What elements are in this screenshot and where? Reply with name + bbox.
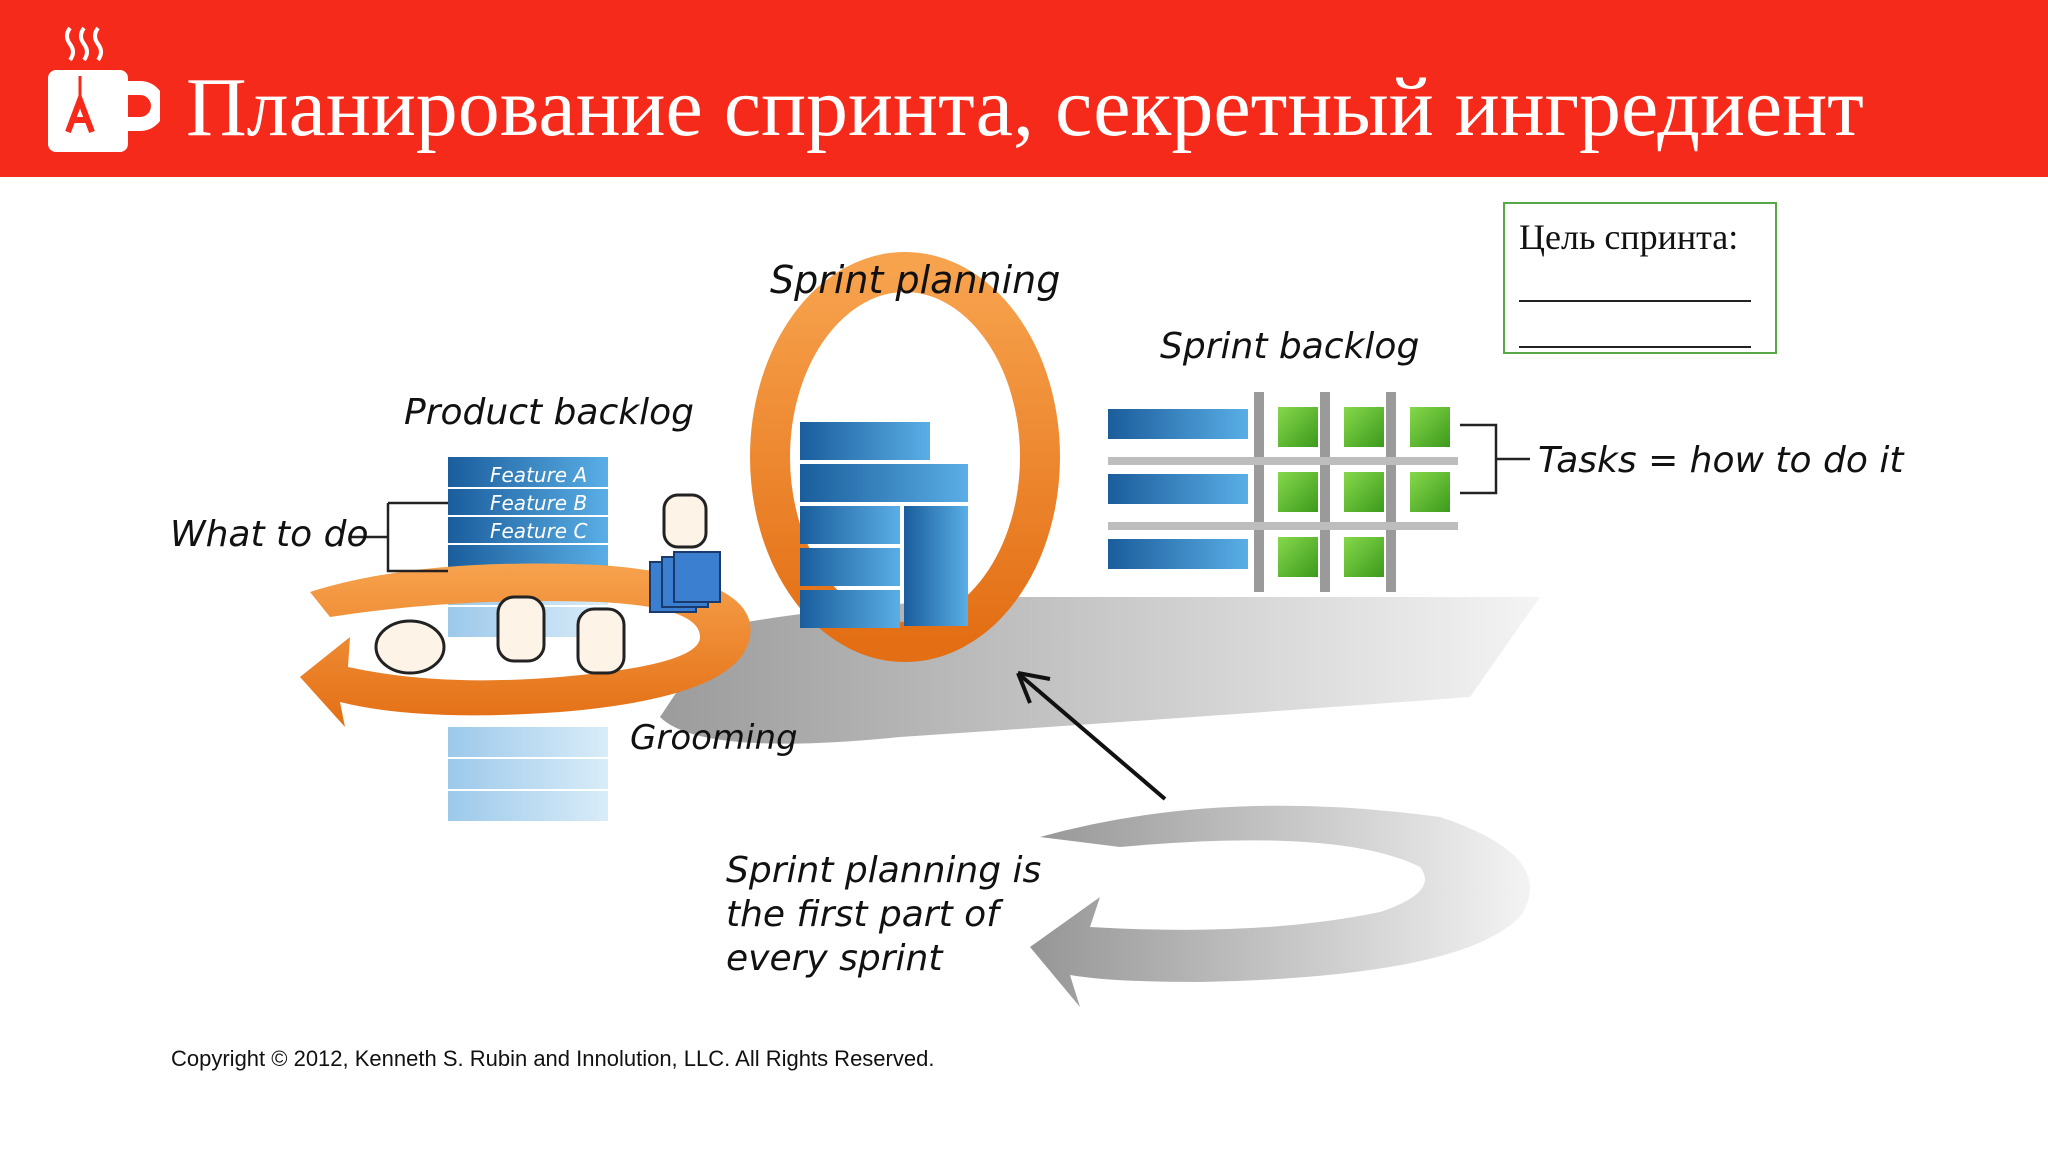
what-to-do-label: What to do <box>170 514 369 555</box>
grooming-label: Grooming <box>630 718 798 758</box>
sprint-backlog-label: Sprint backlog <box>1160 326 1420 367</box>
sprint-goal-label: Цель спринта: <box>1519 217 1739 257</box>
sprint-planning-diagram: Feature A Feature B Feature C <box>300 252 1540 1007</box>
sprint-planning-label: Sprint planning <box>770 258 1061 302</box>
sprint-loop-arrow <box>1030 805 1530 1007</box>
goal-blank-line <box>1519 300 1751 302</box>
cards-stack <box>649 551 721 613</box>
feature-a-label: Feature A <box>490 463 587 487</box>
tasks-bracket <box>1460 423 1530 495</box>
note-line-2: the first part of <box>726 894 999 935</box>
title-bar: Планирование спринта, секретный ингредие… <box>0 0 2048 177</box>
feature-b-label: Feature B <box>490 491 587 515</box>
sprint-planning-cycle <box>750 252 1060 662</box>
grooming-orange-ring <box>300 563 751 727</box>
pointer-arrow <box>1018 673 1167 801</box>
coffee-mug-logo-icon <box>48 26 160 152</box>
goal-blank-line <box>1519 346 1751 348</box>
product-backlog-label: Product backlog <box>404 392 694 433</box>
task-cubes <box>1278 407 1450 577</box>
hands-illustration <box>374 493 708 675</box>
note-line-3: every sprint <box>726 938 943 979</box>
what-to-do-bracket <box>350 501 448 573</box>
sprint-backlog-grid <box>1108 392 1458 592</box>
copyright-text: Copyright © 2012, Kenneth S. Rubin and I… <box>171 1046 935 1071</box>
note-line-1: Sprint planning is <box>726 850 1042 891</box>
tasks-label: Tasks = how to do it <box>1538 440 1904 481</box>
feature-c-label: Feature C <box>490 519 587 543</box>
sprint-goal-box: Цель спринта: <box>1503 202 1777 354</box>
page-title: Планирование спринта, секретный ингредие… <box>186 61 1864 154</box>
